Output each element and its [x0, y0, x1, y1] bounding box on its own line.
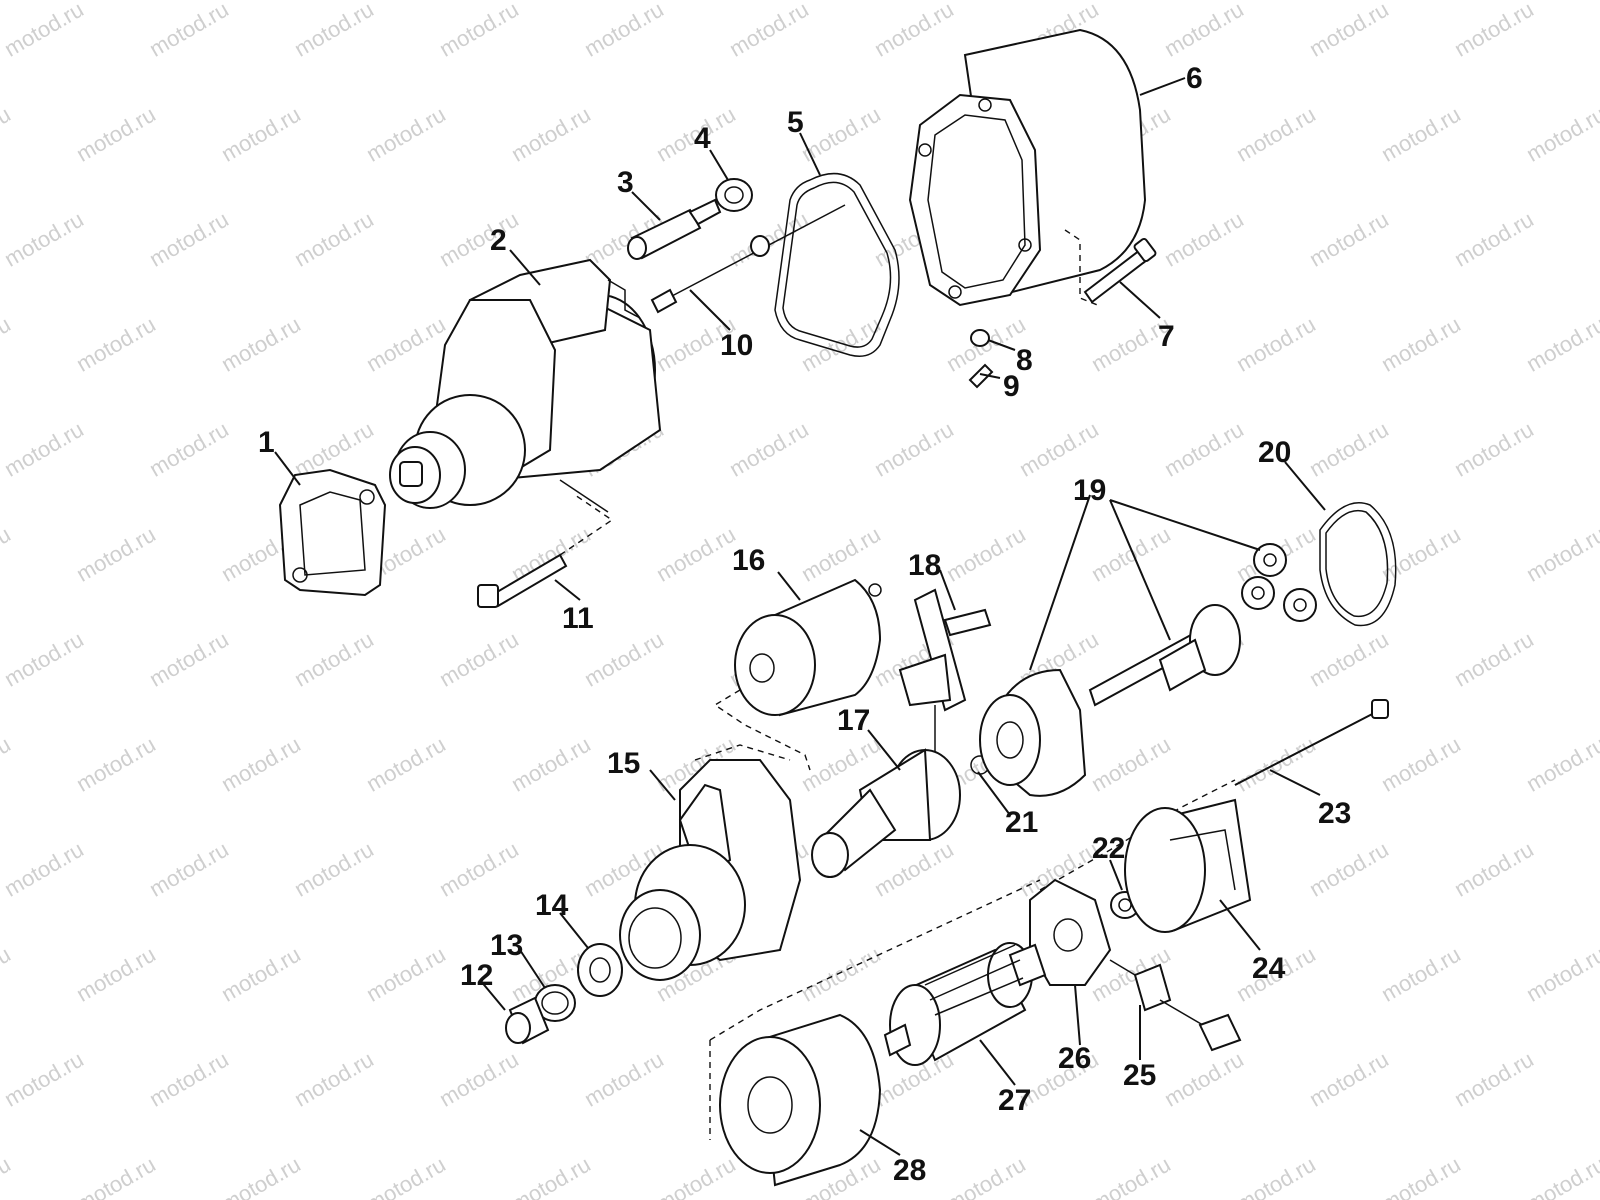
part-6-yoke-housing — [908, 28, 1147, 307]
callout-25: 25 — [1123, 1059, 1156, 1092]
callout-20: 20 — [1258, 436, 1291, 469]
callout-10: 10 — [720, 329, 753, 362]
part-28-yoke — [709, 879, 1041, 1187]
part-19-gear-housing — [979, 604, 1241, 797]
callout-1: 1 — [258, 426, 275, 459]
part-3-plunger — [627, 198, 722, 260]
callout-8: 8 — [1016, 344, 1033, 377]
callout-5: 5 — [787, 106, 804, 139]
callout-21: 21 — [1005, 806, 1038, 839]
callout-18: 18 — [908, 549, 941, 582]
callout-23: 23 — [1318, 797, 1351, 830]
callout-11: 11 — [562, 602, 594, 635]
callout-14: 14 — [535, 889, 569, 922]
callout-12: 12 — [460, 959, 493, 992]
part-7-through-bolt — [1064, 229, 1157, 307]
part-4-washer — [715, 178, 753, 212]
leader-lines — [274, 77, 1326, 1156]
part-19-planetary-gears — [1241, 543, 1317, 622]
callout-28: 28 — [893, 1154, 926, 1187]
part-9-screw — [968, 363, 994, 389]
part-16-solenoid — [713, 578, 882, 771]
part-20-clip-ring — [1319, 502, 1397, 627]
callout-7: 7 — [1158, 320, 1175, 353]
part-1-gasket — [278, 468, 387, 597]
callout-26: 26 — [1058, 1042, 1091, 1075]
part-15-drive-housing — [619, 744, 802, 981]
part-5-seal-ring — [774, 172, 900, 357]
callout-15: 15 — [607, 747, 640, 780]
part-2-starter-assembly — [389, 258, 662, 513]
part-24-end-cover — [1124, 798, 1252, 933]
callout-19: 19 — [1073, 474, 1106, 507]
callout-24: 24 — [1252, 952, 1286, 985]
part-25-brush-lead — [1109, 959, 1242, 1052]
callout-labels: 1 2 3 4 5 6 7 8 9 10 11 12 13 14 15 16 1… — [258, 62, 1351, 1187]
part-10-rod — [650, 204, 846, 314]
part-12-sleeve — [505, 996, 550, 1045]
callout-13: 13 — [490, 929, 523, 962]
callout-27: 27 — [998, 1084, 1031, 1117]
callout-17: 17 — [837, 704, 870, 737]
part-8-small-washer — [970, 329, 990, 347]
part-11-bolt — [477, 494, 614, 608]
callout-16: 16 — [732, 544, 765, 577]
callout-4: 4 — [694, 122, 711, 155]
part-27-armature — [883, 942, 1047, 1066]
part-18-lever-fork — [898, 588, 992, 760]
callout-3: 3 — [617, 166, 634, 199]
callout-6: 6 — [1186, 62, 1203, 95]
part-14-pinion-gear — [577, 943, 623, 997]
callout-9: 9 — [1003, 370, 1020, 403]
part-17-pinion-clutch — [811, 748, 961, 878]
callout-22: 22 — [1092, 832, 1125, 865]
callout-2: 2 — [490, 224, 507, 257]
